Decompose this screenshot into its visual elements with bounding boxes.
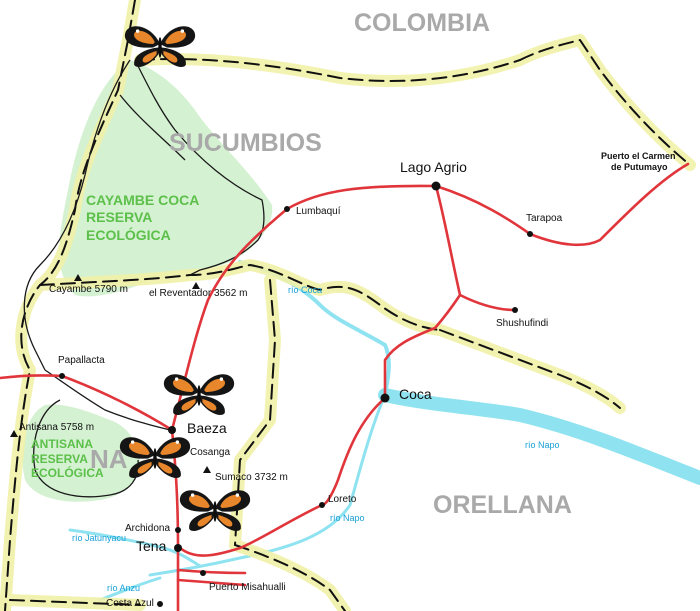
peak-cayambe: Cayambe 5790 m: [49, 284, 128, 295]
roads: [0, 162, 690, 611]
antisana-reserve-line-1: ANTISANA: [31, 437, 93, 451]
road-lago-agrio-coca: [383, 184, 462, 400]
town-tena: Tena: [136, 538, 167, 554]
region-colombia: COLOMBIA: [354, 9, 490, 37]
road-lago-agrio-carmen: [434, 162, 690, 247]
town-tarapoa: Tarapoa: [526, 213, 563, 224]
cayambe-reserve-line-2: RESERVA: [86, 209, 152, 225]
rio-jatunyacu-line: [68, 528, 202, 568]
town-puerto-carmen-line-2: de Putumayo: [611, 162, 668, 172]
town-baeza: Baeza: [187, 420, 227, 436]
reserve-areas: [22, 60, 273, 502]
river-jatunyacu-label: río Jatunyacu: [72, 533, 126, 543]
antisana-reserve-line-2: RESERVA: [31, 452, 88, 466]
road-shushufindi-spur: [458, 293, 517, 312]
rio-napo-line: [378, 388, 700, 485]
road-lumbaqui-lago-agrio: [285, 184, 438, 211]
town-cosanga: Cosanga: [190, 447, 230, 458]
river-coca-label: río Coca: [288, 285, 322, 295]
town-markers: [59, 181, 533, 607]
town-coca: Coca: [399, 386, 432, 402]
peak-antisana: Antisana 5758 m: [19, 422, 94, 433]
town-shushufindi: Shushufindi: [496, 318, 548, 329]
river-napo-east-label: río Napo: [525, 440, 560, 450]
antisana-reserve-area: [22, 404, 140, 502]
town-costa-azul: Costa Azul: [106, 598, 154, 609]
region-orellana: ORELLANA: [433, 491, 572, 519]
town-archidona: Archidona: [125, 523, 170, 534]
town-lumbaqui: Lumbaquí: [296, 206, 341, 217]
road-coca-loreto: [320, 396, 387, 507]
road-loreto-tena: [178, 503, 324, 557]
road-misahualli-south: [176, 578, 247, 587]
region-sucumbios: SUCUMBIOS: [169, 129, 322, 157]
peak-markers: [10, 274, 211, 473]
road-papallacta-baeza: [0, 374, 174, 432]
road-tena-misahualli: [176, 568, 247, 575]
town-papallacta: Papallacta: [58, 355, 105, 366]
cayambe-reserve-line-3: ECOLÓGICA: [86, 226, 171, 243]
cayambe-reserve-line-1: CAYAMBE COCA: [86, 192, 199, 208]
butterfly-icon-baeza: [163, 374, 235, 415]
town-puerto-carmen-line-1: Puerto el Carmen: [601, 151, 676, 161]
town-puerto-misahualli: Puerto Misahualli: [209, 582, 286, 593]
cayambe-reserve-area: [59, 60, 273, 297]
river-napo-loreto-label: río Napo: [330, 513, 365, 523]
town-lago-agrio: Lago Agrio: [400, 159, 467, 175]
river-anzu-label: río Anzu: [107, 583, 140, 593]
peak-reventador: el Reventador 3562 m: [149, 288, 247, 299]
antisana-reserve-line-3: ECOLÓGICA: [31, 465, 104, 480]
town-loreto: Loreto: [328, 494, 357, 505]
peak-sumaco: Sumaco 3732 m: [215, 472, 288, 483]
rio-napo-west-line: [148, 393, 387, 577]
